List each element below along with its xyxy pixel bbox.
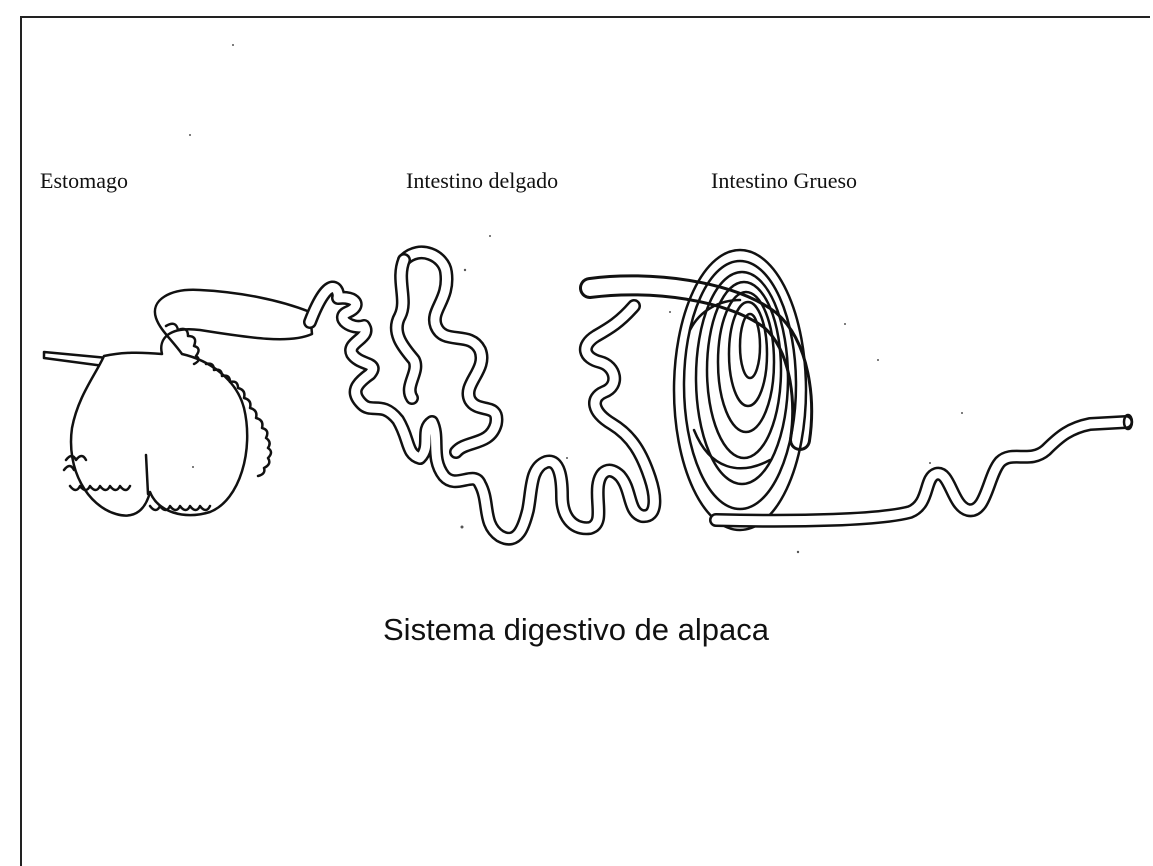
large-intestine-illustration xyxy=(590,250,1132,530)
scan-specks xyxy=(189,44,963,553)
figure-caption: Sistema digestivo de alpaca xyxy=(383,612,769,648)
stomach-illustration xyxy=(44,290,312,516)
